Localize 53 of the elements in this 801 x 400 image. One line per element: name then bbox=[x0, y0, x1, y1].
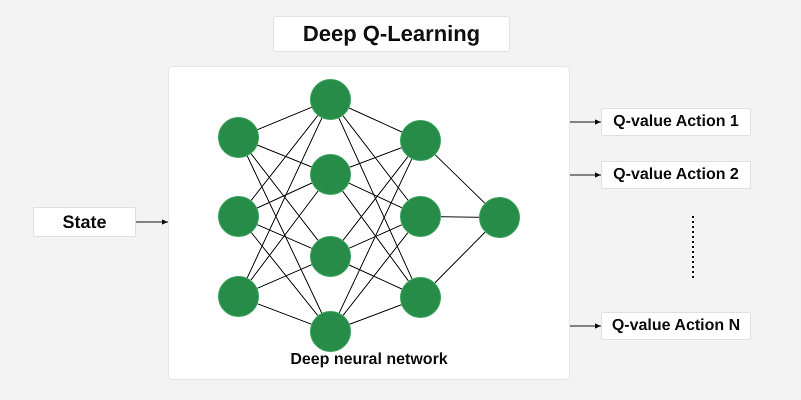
connection-line bbox=[440, 216, 480, 218]
label-box bbox=[601, 312, 751, 340]
connection-line bbox=[349, 147, 402, 168]
circle-node bbox=[400, 120, 441, 161]
connection-line bbox=[256, 106, 312, 130]
connection-line bbox=[342, 232, 408, 316]
connection-line bbox=[250, 190, 319, 281]
arrow bbox=[570, 119, 602, 125]
connection-line bbox=[342, 190, 409, 282]
connection-line bbox=[246, 156, 322, 314]
connection-line bbox=[342, 115, 408, 201]
label-box bbox=[601, 108, 751, 136]
circle-node bbox=[310, 311, 351, 352]
arrow bbox=[136, 219, 168, 225]
connection-line bbox=[250, 115, 318, 201]
node-label: Q-value Action N bbox=[612, 317, 740, 335]
node-label: Q-value Action 2 bbox=[613, 166, 739, 184]
connection-line bbox=[256, 264, 312, 289]
circle-node bbox=[310, 236, 351, 277]
circle-node bbox=[400, 196, 441, 237]
connection-line bbox=[434, 154, 486, 204]
circle-node bbox=[479, 197, 520, 238]
diagram-title: Deep Q-Learning bbox=[273, 16, 510, 52]
circle-node bbox=[218, 117, 259, 158]
connection-line bbox=[348, 182, 402, 208]
panel-caption: Deep neural network bbox=[290, 351, 448, 369]
circle-node bbox=[218, 196, 259, 237]
node-label: State bbox=[62, 212, 106, 232]
connection-line bbox=[250, 153, 318, 241]
connection-line bbox=[348, 264, 402, 290]
circle-node bbox=[218, 276, 259, 317]
connection-line bbox=[434, 232, 486, 284]
connection-line bbox=[349, 304, 402, 325]
connection-line bbox=[338, 118, 413, 280]
circle-node bbox=[400, 277, 441, 318]
network-panel bbox=[168, 66, 570, 380]
arrow bbox=[570, 172, 602, 178]
arrow bbox=[570, 323, 602, 329]
connection-line bbox=[348, 108, 402, 132]
label-box bbox=[33, 207, 136, 237]
circle-node bbox=[310, 79, 351, 120]
connection-line bbox=[257, 303, 312, 325]
connection-line bbox=[256, 224, 312, 249]
node-label: Q-value Action 1 bbox=[613, 113, 739, 131]
connection-line bbox=[348, 224, 402, 249]
connection-line bbox=[250, 232, 318, 316]
label-box bbox=[601, 161, 751, 189]
circle-node bbox=[310, 154, 351, 195]
connection-line bbox=[338, 158, 412, 314]
connection-line bbox=[256, 182, 312, 208]
connection-line bbox=[342, 156, 408, 241]
connection-line bbox=[246, 118, 322, 278]
connection-line bbox=[257, 144, 312, 168]
